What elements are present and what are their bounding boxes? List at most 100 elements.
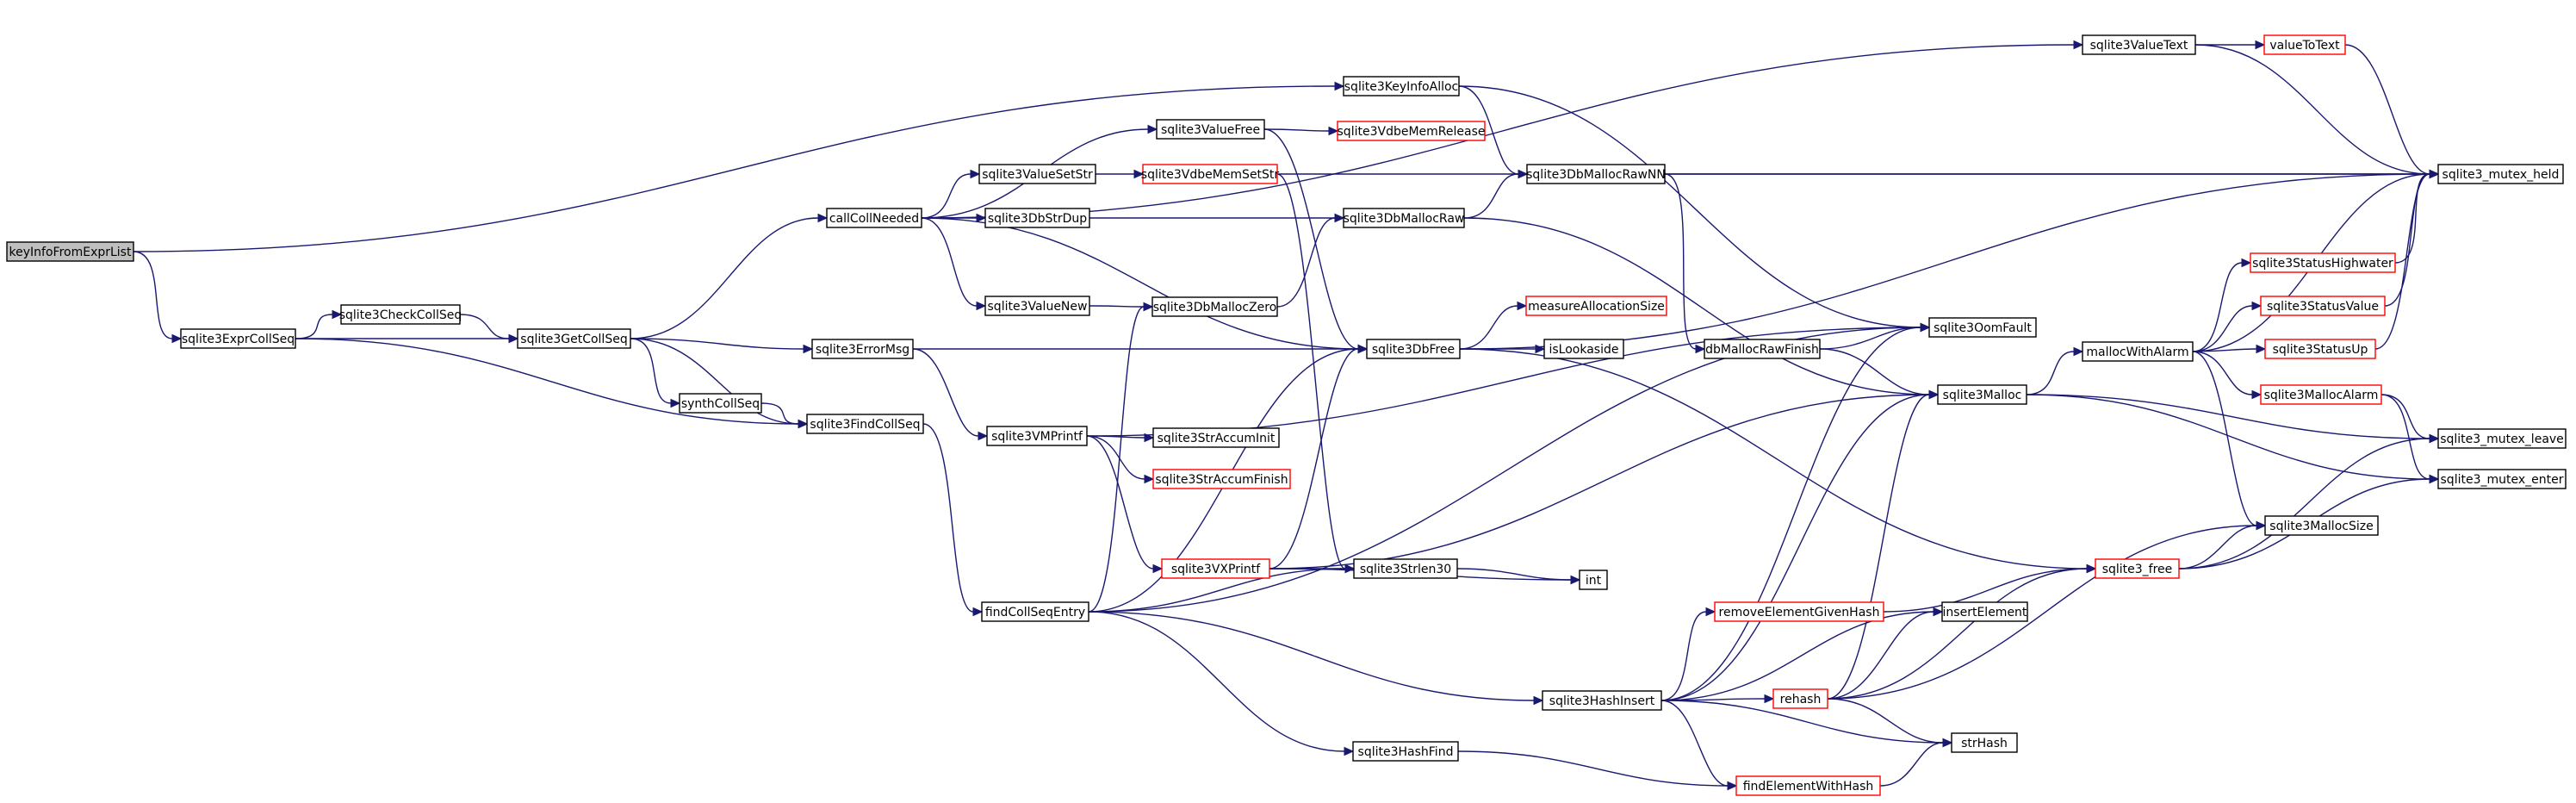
edge-sqlite3ValueFree-to-sqlite3VdbeMemRelease	[1263, 126, 1339, 136]
node-sqlite3HashFind[interactable]: sqlite3HashFind	[1352, 741, 1459, 762]
node-sqlite3ValueSetStr[interactable]: sqlite3ValueSetStr	[978, 164, 1096, 184]
node-box	[1928, 317, 2037, 338]
node-label: rehash	[1780, 693, 1822, 707]
edge-line	[1819, 327, 1921, 350]
node-box	[1352, 741, 1459, 762]
edge-line	[1088, 611, 1345, 752]
node-sqlite3CheckCollSeq[interactable]: sqlite3CheckCollSeq	[339, 304, 462, 325]
node-box	[2260, 296, 2386, 316]
node-label: sqlite3ExprCollSeq	[182, 333, 295, 346]
node-findElementWithHash[interactable]: findElementWithHash	[1735, 775, 1881, 796]
node-sqlite3_mutex_enter[interactable]: sqlite3_mutex_enter	[2437, 469, 2567, 489]
node-keyInfoFromExprList[interactable]: keyInfoFromExprList	[6, 241, 134, 262]
edge-arrowhead	[171, 333, 183, 344]
node-label: dbMallocRawFinish	[1705, 343, 1819, 357]
node-valueToText[interactable]: valueToText	[2263, 34, 2346, 55]
edge-line	[1879, 742, 1944, 787]
node-findCollSeqEntry[interactable]: findCollSeqEntry	[981, 601, 1089, 622]
node-sqlite3DbMallocRawNN[interactable]: sqlite3DbMallocRawNN	[1526, 164, 1666, 184]
node-label: sqlite3CheckCollSeq	[339, 308, 462, 322]
node-int[interactable]: int	[1579, 570, 1608, 590]
node-sqlite3DbFree[interactable]: sqlite3DbFree	[1366, 339, 1461, 359]
node-sqlite3ErrorMsg[interactable]: sqlite3ErrorMsg	[811, 339, 914, 359]
node-sqlite3StatusValue[interactable]: sqlite3StatusValue	[2260, 296, 2386, 316]
node-sqlite3StrAccumFinish[interactable]: sqlite3StrAccumFinish	[1152, 469, 1291, 489]
node-rehash[interactable]: rehash	[1772, 688, 1828, 709]
node-box	[826, 208, 922, 228]
node-sqlite3GetCollSeq[interactable]: sqlite3GetCollSeq	[517, 328, 631, 349]
node-sqlite3ValueNew[interactable]: sqlite3ValueNew	[984, 296, 1090, 316]
edge-arrowhead	[1570, 575, 1581, 585]
edge-line	[1459, 173, 2430, 350]
node-sqlite3MallocSize[interactable]: sqlite3MallocSize	[2264, 515, 2379, 536]
node-callCollNeeded[interactable]: callCollNeeded	[826, 208, 922, 228]
edge-arrowhead	[1328, 126, 1339, 136]
node-sqlite3ExprCollSeq[interactable]: sqlite3ExprCollSeq	[180, 328, 296, 349]
node-label: sqlite3ValueText	[2090, 39, 2188, 53]
node-sqlite3VMPrintf[interactable]: sqlite3VMPrintf	[986, 426, 1088, 446]
node-sqlite3StatusHighwater[interactable]: sqlite3StatusHighwater	[2250, 252, 2396, 273]
node-label: sqlite3HashFind	[1358, 745, 1454, 759]
node-sqlite3DbMallocRaw[interactable]: sqlite3DbMallocRaw	[1343, 208, 1465, 228]
node-label: sqlite3Malloc	[1943, 389, 2022, 402]
node-label: sqlite3GetCollSeq	[520, 333, 627, 346]
node-sqlite3_mutex_leave[interactable]: sqlite3_mutex_leave	[2437, 428, 2567, 449]
edge-sqlite3GetCollSeq-to-callCollNeeded	[630, 213, 829, 339]
edge-line	[1456, 568, 1572, 581]
node-insertElement[interactable]: insertElement	[1941, 601, 2028, 622]
node-box	[1543, 339, 1624, 359]
edge-sqlite3HashInsert-to-findElementWithHash	[1660, 700, 1738, 791]
node-strHash[interactable]: strHash	[1951, 732, 2018, 753]
node-sqlite3MallocAlarm[interactable]: sqlite3MallocAlarm	[2260, 384, 2382, 405]
node-sqlite3DbMallocZero[interactable]: sqlite3DbMallocZero	[1151, 296, 1278, 317]
edge-arrowhead	[1695, 344, 1706, 354]
node-sqlite3VdbeMemSetStr[interactable]: sqlite3VdbeMemSetStr	[1141, 164, 1280, 184]
edge-line	[1088, 611, 1535, 701]
node-dbMallocRawFinish[interactable]: dbMallocRawFinish	[1704, 339, 1821, 359]
node-mallocWithAlarm[interactable]: mallocWithAlarm	[2082, 341, 2194, 362]
node-label: sqlite3VdbeMemRelease	[1338, 125, 1486, 139]
node-sqlite3ValueText[interactable]: sqlite3ValueText	[2082, 34, 2196, 55]
edge-line	[1459, 305, 1518, 350]
node-sqlite3Malloc[interactable]: sqlite3Malloc	[1937, 384, 2027, 405]
node-sqlite3OomFault[interactable]: sqlite3OomFault	[1928, 317, 2037, 338]
node-box	[1156, 119, 1265, 140]
node-sqlite3_mutex_held[interactable]: sqlite3_mutex_held	[2437, 164, 2564, 184]
node-label: sqlite3MallocSize	[2269, 520, 2373, 533]
edge-keyInfoFromExprList-to-sqlite3KeyInfoAlloc	[133, 81, 1345, 252]
node-label: strHash	[1961, 737, 2008, 750]
node-sqlite3VdbeMemRelease[interactable]: sqlite3VdbeMemRelease	[1337, 121, 1486, 141]
node-box	[2082, 341, 2194, 362]
node-isLookaside[interactable]: isLookaside	[1543, 339, 1624, 359]
node-sqlite3StrAccumInit[interactable]: sqlite3StrAccumInit	[1152, 427, 1280, 448]
edge-arrowhead	[1133, 169, 1145, 179]
node-label: findCollSeqEntry	[985, 606, 1085, 619]
node-sqlite3_free[interactable]: sqlite3_free	[2095, 558, 2180, 579]
edge-line	[1457, 750, 1729, 787]
edge-arrowhead	[972, 607, 984, 617]
node-measureAllocationSize[interactable]: measureAllocationSize	[1525, 296, 1667, 316]
node-sqlite3HashInsert[interactable]: sqlite3HashInsert	[1542, 690, 1662, 711]
edge-findCollSeqEntry-to-sqlite3Strlen30	[1088, 563, 1356, 613]
node-removeElementGivenHash[interactable]: removeElementGivenHash	[1714, 601, 1884, 622]
node-sqlite3StatusUp[interactable]: sqlite3StatusUp	[2264, 339, 2376, 359]
node-synthCollSeq[interactable]: synthCollSeq	[679, 393, 762, 414]
node-label: valueToText	[2269, 39, 2340, 53]
node-sqlite3DbStrDup[interactable]: sqlite3DbStrDup	[984, 208, 1090, 228]
node-box	[2263, 34, 2346, 55]
node-sqlite3FindCollSeq[interactable]: sqlite3FindCollSeq	[806, 414, 924, 434]
edge-line	[760, 402, 799, 425]
node-sqlite3ValueFree[interactable]: sqlite3ValueFree	[1156, 119, 1265, 140]
node-label: sqlite3DbMallocRawNN	[1526, 168, 1666, 182]
node-sqlite3VXPrintf[interactable]: sqlite3VXPrintf	[1161, 558, 1270, 579]
edge-arrowhead	[1144, 474, 1155, 484]
node-box	[1152, 469, 1291, 489]
node-sqlite3KeyInfoAlloc[interactable]: sqlite3KeyInfoAlloc	[1343, 76, 1460, 96]
edge-findCollSeqEntry-to-sqlite3HashInsert	[1088, 611, 1544, 706]
node-box	[1772, 688, 1828, 709]
edge-arrowhead	[976, 213, 987, 223]
node-sqlite3Strlen30[interactable]: sqlite3Strlen30	[1353, 558, 1458, 579]
edge-keyInfoFromExprList-to-sqlite3ExprCollSeq	[133, 251, 183, 344]
edge-arrowhead	[2256, 520, 2267, 531]
node-box	[981, 601, 1089, 622]
